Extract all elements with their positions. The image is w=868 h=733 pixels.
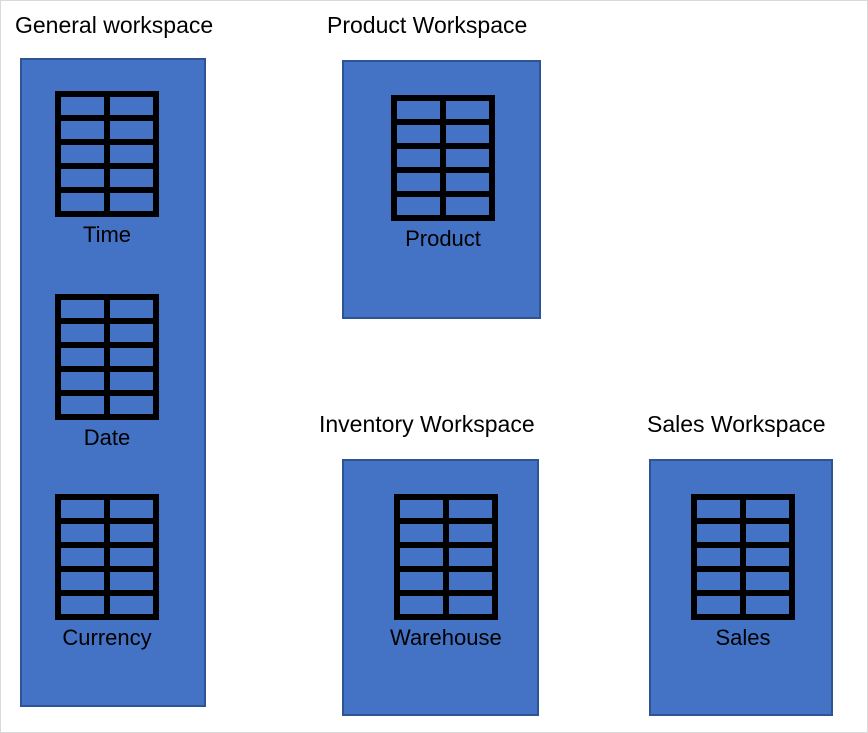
table-node-label: Time [82,222,132,247]
table-node-warehouse[interactable]: Warehouse [390,494,502,652]
workspace-box-sales[interactable]: Sales [649,459,833,716]
table-node-label: Currency [62,625,152,650]
workspace-title-general: General workspace [15,12,214,38]
table-node-label: Warehouse [390,625,502,650]
table-node-sales[interactable]: Sales [691,494,795,652]
table-icon [391,95,495,221]
table-icon [691,494,795,620]
workspace-title-inventory: Inventory Workspace [319,411,535,437]
workspace-title-product: Product Workspace [327,12,528,38]
table-icon [55,494,159,620]
table-node-time[interactable]: Time [55,91,159,249]
workspace-box-general[interactable]: Time Date Currency [20,58,206,707]
workspace-title-sales: Sales Workspace [647,411,826,437]
table-icon [393,494,498,620]
table-node-label: Sales [715,625,771,650]
table-icon [55,294,159,420]
workspace-box-inventory[interactable]: Warehouse [342,459,539,716]
table-node-label: Date [83,425,131,450]
table-node-label: Product [405,226,481,251]
table-node-product[interactable]: Product [391,95,495,253]
table-node-currency[interactable]: Currency [55,494,159,652]
table-icon [55,91,159,217]
table-node-date[interactable]: Date [55,294,159,452]
workspace-box-product[interactable]: Product [342,60,541,319]
